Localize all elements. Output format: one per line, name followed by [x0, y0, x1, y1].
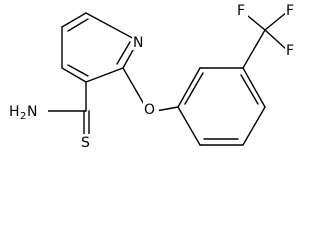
fluorine-label-2: F: [286, 3, 294, 19]
amine-subscript-label: 2: [20, 111, 26, 122]
bond-o-ph: [155, 106, 179, 112]
bond-b3-b4-inner: [240, 74, 259, 105]
bond-c6-c5-inner: [67, 18, 89, 32]
bond-c2-o: [122, 67, 146, 107]
bond-c6-c5: [61, 12, 87, 28]
fluorine-label-3: F: [286, 43, 294, 59]
bond-c4-c3: [61, 67, 87, 83]
bond-b1-b2-inner: [184, 72, 204, 105]
amine-label: H 2 N: [9, 104, 37, 122]
amine-h-label: H: [9, 104, 20, 120]
fluorine-label-1: F: [237, 3, 245, 19]
bonds: [47, 11, 288, 146]
oxygen-label: O: [144, 102, 155, 118]
bond-b6-b1: [177, 106, 201, 146]
bond-b3-b4: [242, 67, 266, 108]
bond-b1-b2: [177, 67, 201, 108]
amine-n-label: N: [27, 104, 37, 120]
bond-cf3-f3: [264, 29, 287, 50]
bond-c3-c2: [85, 67, 124, 83]
bond-b4-b5: [242, 106, 266, 146]
bond-b3-cf3: [242, 29, 266, 69]
nitrogen-label: N: [133, 35, 143, 51]
atom-labels: N O S H 2 N F F F: [8, 3, 297, 151]
bond-c2-n-inner: [116, 41, 131, 65]
bond-c6-n: [85, 12, 139, 42]
bond-c4-c3-inner: [67, 64, 89, 77]
bond-cf3-f2: [264, 11, 288, 31]
sulfur-label: S: [81, 135, 90, 151]
molecule-structure: N O S H 2 N F F F: [8, 3, 297, 151]
